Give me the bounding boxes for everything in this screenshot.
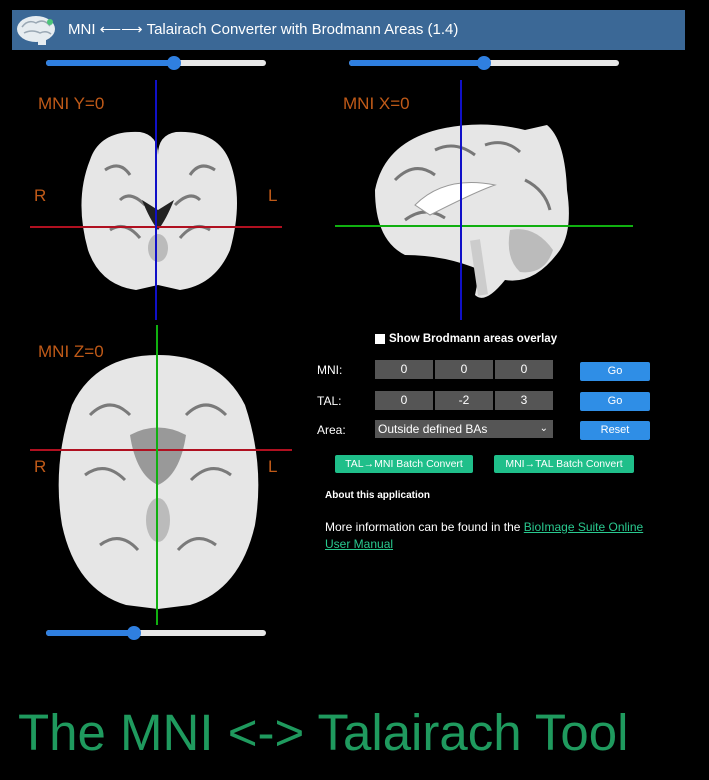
tal-go-button[interactable]: Go [580,392,650,411]
coronal-slider-fill [46,60,174,66]
reset-button[interactable]: Reset [580,421,650,440]
area-select[interactable]: Outside defined BAs ⌄ [375,420,553,438]
mni-row-label: MNI: [317,363,343,377]
sagittal-brain-image [375,124,569,298]
user-manual-link[interactable]: BioImage Suite Online User Manual [325,520,644,551]
mni-z-input[interactable]: 0 [495,360,553,379]
area-select-value: Outside defined BAs [378,422,488,436]
mni-y-input[interactable]: 0 [435,360,493,379]
app-title: MNI ⟵⟶ Talairach Converter with Brodmann… [68,21,459,38]
tal-to-mni-batch-button[interactable]: TAL→MNI Batch Convert [335,455,473,473]
coronal-slider-knob[interactable] [166,56,181,70]
info-text: More information can be found in the [325,520,524,534]
coronal-right-label: R [34,186,47,205]
axial-slice-slider[interactable] [46,626,266,640]
sagittal-slice-slider[interactable] [349,56,619,70]
about-info-text: More information can be found in the Bio… [325,519,665,553]
tal-y-input[interactable]: -2 [435,391,493,410]
axial-view[interactable]: MNI Z=0 R L [30,325,292,625]
axial-right-label: R [34,457,47,476]
sagittal-vertical-crosshair [460,80,462,320]
chevron-down-icon: ⌄ [539,423,548,434]
sagittal-horizontal-crosshair [335,225,633,227]
tal-row-label: TAL: [317,394,342,408]
axial-view-label: MNI Z=0 [38,342,104,361]
axial-slider-fill [46,630,134,636]
overlay-checkbox[interactable] [375,334,385,344]
brodmann-overlay-toggle[interactable]: Show Brodmann areas overlay [375,333,557,345]
sagittal-view-label: MNI X=0 [343,94,410,113]
coronal-slice-slider[interactable] [46,56,266,70]
tal-x-input[interactable]: 0 [375,391,433,410]
video-caption: The MNI <-> Talairach Tool [18,704,629,761]
axial-left-label: L [268,457,278,476]
brain-logo-icon [17,16,55,45]
coronal-view-label: MNI Y=0 [38,94,105,113]
about-heading: About this application [325,490,430,501]
sagittal-view[interactable]: MNI X=0 [335,80,635,320]
axial-brain-image [58,355,259,609]
area-row-label: Area: [317,423,346,437]
coronal-vertical-crosshair [155,80,157,320]
mni-go-button[interactable]: Go [580,362,650,381]
axial-slider-knob[interactable] [127,626,141,640]
overlay-checkbox-label: Show Brodmann areas overlay [389,333,558,345]
sagittal-slider-fill [349,60,484,66]
coronal-left-label: L [268,186,278,205]
tal-z-input[interactable]: 3 [495,391,553,410]
axial-vertical-crosshair [156,325,158,625]
axial-horizontal-crosshair [30,449,292,451]
sagittal-slider-knob[interactable] [477,56,491,70]
coronal-brain-image [81,131,237,290]
coronal-view[interactable]: MNI Y=0 R L [30,80,290,320]
mni-to-tal-batch-button[interactable]: MNI→TAL Batch Convert [494,455,634,473]
app-header: MNI ⟵⟶ Talairach Converter with Brodmann… [12,10,685,50]
mni-x-input[interactable]: 0 [375,360,433,379]
